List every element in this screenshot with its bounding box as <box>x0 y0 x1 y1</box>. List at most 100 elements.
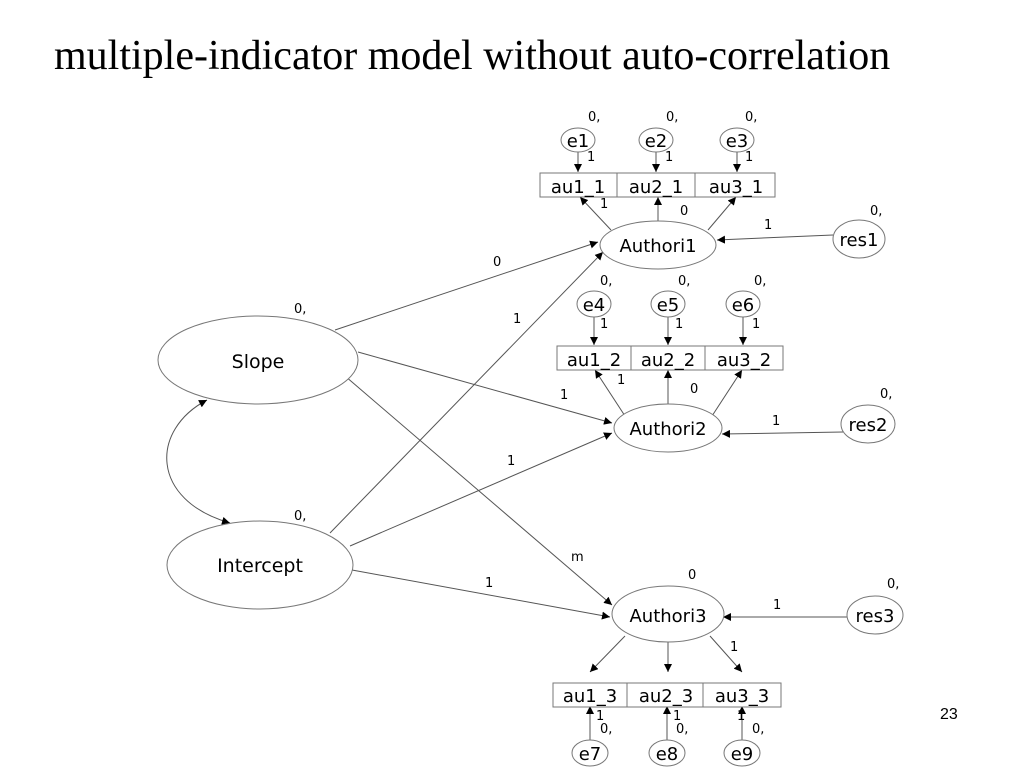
loading-authori3-au3-3 <box>709 635 743 673</box>
indicator-au1-3-label: au1_3 <box>563 686 617 707</box>
latent-slope-label: Slope <box>232 351 285 373</box>
indicator-au1-2-label: au1_2 <box>567 350 621 371</box>
latent-authori1-label: Authori1 <box>619 236 696 257</box>
residual-res3 <box>846 595 904 635</box>
residual-res1-label: res1 <box>840 230 879 251</box>
error-e3-label: e3 <box>726 131 749 152</box>
latent-authori2-label: Authori2 <box>629 419 706 440</box>
latent-authori3 <box>611 585 725 643</box>
indicator-au2-1-label: au2_1 <box>629 177 683 198</box>
indicator-au1-2 <box>556 345 632 371</box>
error-e4-path: 1 <box>600 317 608 332</box>
path-slope-authori1-label: 0 <box>493 255 501 270</box>
indicator-au2-2 <box>630 345 706 371</box>
error-e1-path: 1 <box>587 150 595 165</box>
authori3-param: 0 <box>688 568 696 583</box>
error-e8-label: e8 <box>656 744 679 765</box>
indicator-au2-2-label: au2_2 <box>641 350 695 371</box>
path-slope-authori2-label: 1 <box>560 388 568 403</box>
error-e7-label: e7 <box>579 744 602 765</box>
intercept-param: 0, <box>294 509 306 524</box>
authori2-param: 0 <box>690 382 698 397</box>
path-slope-authori3-label: m <box>571 550 584 565</box>
res1-path: 1 <box>764 218 772 233</box>
error-e8-path: 1 <box>673 709 681 724</box>
indicator-au2-1 <box>616 172 696 198</box>
residual-res2-label: res2 <box>849 415 888 436</box>
path-slope-authori2 <box>357 351 613 425</box>
error-e6-path: 1 <box>752 317 760 332</box>
error-e4-label: e4 <box>583 295 606 316</box>
error-e7 <box>571 739 609 767</box>
page-number: 23 <box>940 706 958 723</box>
error-e2-path: 1 <box>665 150 673 165</box>
error-e5 <box>650 290 686 318</box>
loading-authori2-au3-2 <box>711 369 743 417</box>
res2-path: 1 <box>772 414 780 429</box>
error-e6-param: 0, <box>754 274 766 289</box>
error-e7-path: 1 <box>596 709 604 724</box>
loading-au1-2: 1 <box>617 373 625 388</box>
error-e2-param: 0, <box>666 110 678 125</box>
res3-param: 0, <box>887 577 899 592</box>
residual-res1 <box>832 219 886 259</box>
error-e7-param: 0, <box>600 722 612 737</box>
slope-param: 0, <box>294 302 306 317</box>
res2-param: 0, <box>880 387 892 402</box>
covariance-slope-intercept <box>166 399 231 525</box>
path-intercept-authori2-label: 1 <box>507 454 515 469</box>
path-intercept-authori1 <box>329 251 604 534</box>
latent-authori2 <box>613 403 723 453</box>
latent-authori3-label: Authori3 <box>629 606 706 627</box>
latent-authori1 <box>599 220 717 270</box>
path-res2-authori2 <box>721 429 844 438</box>
indicator-au1-1 <box>539 172 618 198</box>
loading-authori2-au1-2 <box>594 369 626 417</box>
error-e4-param: 0, <box>600 274 612 289</box>
loading-authori1-au1-1 <box>579 196 612 231</box>
error-e1-param: 0, <box>588 110 600 125</box>
error-e9-path: 1 <box>737 709 745 724</box>
loading-authori1-au3-1 <box>707 196 737 231</box>
error-e1 <box>560 127 596 153</box>
path-intercept-authori3-label: 1 <box>485 576 493 591</box>
indicator-au1-1-label: au1_1 <box>551 177 605 198</box>
error-e3-param: 0, <box>745 110 757 125</box>
error-e9 <box>723 739 761 767</box>
error-e9-param: 0, <box>752 722 764 737</box>
latent-intercept <box>166 520 354 610</box>
path-intercept-authori1-label: 1 <box>513 312 521 327</box>
indicator-au2-3-label: au2_3 <box>639 686 693 707</box>
indicator-au2-3 <box>626 682 704 708</box>
residual-res3-label: res3 <box>856 606 895 627</box>
error-e8-param: 0, <box>676 722 688 737</box>
authori1-param: 0 <box>680 204 688 219</box>
path-slope-authori3 <box>344 375 613 606</box>
loading-authori3-au1-3 <box>589 635 626 673</box>
slide-title: multiple-indicator model without auto-co… <box>54 33 891 79</box>
indicator-au3-1 <box>694 172 776 198</box>
path-intercept-authori3 <box>351 569 611 620</box>
indicator-au3-2-label: au3_2 <box>717 350 771 371</box>
error-e2-label: e2 <box>645 131 668 152</box>
error-e9-label: e9 <box>731 744 754 765</box>
path-intercept-authori2 <box>349 432 613 547</box>
indicator-au3-3-label: au3_3 <box>715 686 769 707</box>
indicator-au3-2 <box>704 345 784 371</box>
loading-au1-1: 1 <box>600 197 608 212</box>
residual-res2 <box>840 404 896 444</box>
res1-param: 0, <box>870 204 882 219</box>
error-e5-label: e5 <box>657 295 680 316</box>
error-e6 <box>725 290 761 318</box>
error-e1-label: e1 <box>567 131 590 152</box>
path-res1-authori1 <box>716 234 834 244</box>
error-e6-label: e6 <box>732 295 755 316</box>
error-e3 <box>719 127 755 153</box>
latent-slope <box>157 315 359 405</box>
loading-au3-3: 1 <box>730 640 738 655</box>
error-e4 <box>576 290 612 318</box>
indicator-au3-3 <box>702 682 782 708</box>
error-e8 <box>648 739 686 767</box>
error-e5-param: 0, <box>678 274 690 289</box>
